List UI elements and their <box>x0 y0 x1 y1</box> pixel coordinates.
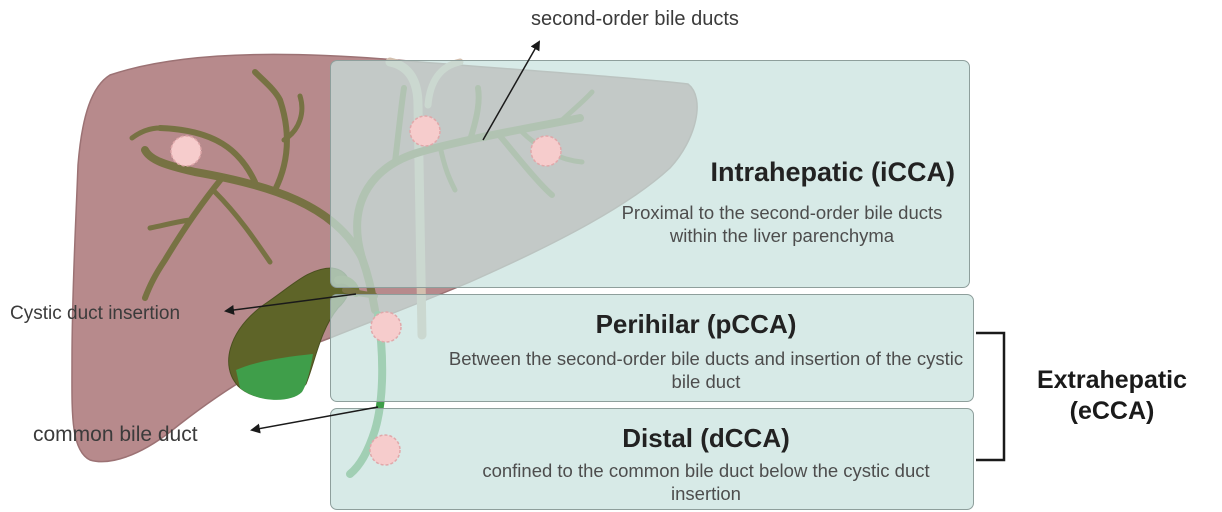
extrahepatic-label-line2: (eCCA) <box>1012 396 1212 427</box>
tumor-right-lobe <box>531 136 561 166</box>
arrow-second-order <box>483 42 539 140</box>
extrahepatic-bracket <box>976 333 1004 460</box>
arrow-common-bile-duct <box>252 407 378 430</box>
tumor-nodules <box>171 116 561 465</box>
extrahepatic-label-line1: Extrahepatic <box>1012 365 1212 396</box>
label-second-order-bile-ducts: second-order bile ducts <box>531 8 739 31</box>
label-cystic-duct-insertion: Cystic duct insertion <box>10 303 180 325</box>
arrow-cystic-insertion <box>226 294 356 311</box>
extrahepatic-label: Extrahepatic (eCCA) <box>1012 365 1212 427</box>
tumor-hilum-upper <box>410 116 440 146</box>
tumor-distal <box>370 435 400 465</box>
tumor-left-lobe <box>171 136 201 166</box>
label-common-bile-duct: common bile duct <box>33 423 198 447</box>
tumor-perihilar <box>371 312 401 342</box>
